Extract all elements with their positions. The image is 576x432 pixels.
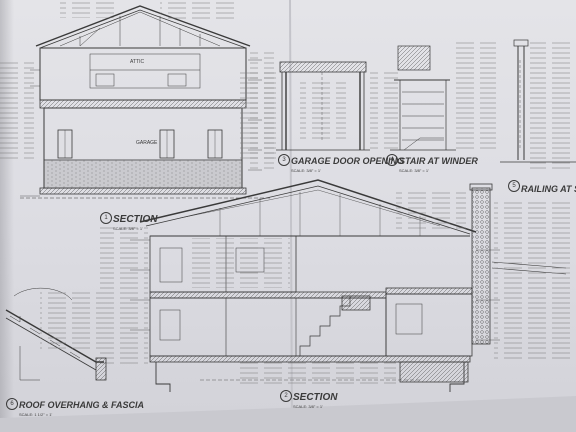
section-2-scale: SCALE: 3/8" = 1'	[293, 404, 323, 409]
section-1-title: SECTION	[113, 214, 158, 225]
garage-door-scale: SCALE: 3/8" = 1'	[291, 168, 321, 173]
stair-winder-title-block: 4 STAIR AT WINDER SCALE: 3/8" = 1'	[386, 152, 478, 173]
railing-title: RAILING AT STAIR	[521, 184, 576, 194]
section-1-number: 1	[100, 212, 112, 224]
overhang-number: 6	[6, 398, 18, 410]
garage-room-label: GARAGE	[136, 140, 158, 146]
section-2-notes-bottom	[236, 360, 396, 384]
stair-winder-notes-left	[370, 70, 398, 150]
garage-door-notes	[300, 80, 346, 140]
overhang-scale: SCALE: 1 1/2" = 1'	[19, 412, 53, 417]
garage-door-number: 3	[278, 154, 290, 166]
railing-notes	[530, 40, 576, 170]
railing-title-block: 5 RAILING AT STAIR	[508, 180, 576, 196]
section-2-notes-upper	[190, 238, 290, 288]
overhang-title-block: 6 ROOF OVERHANG & FASCIA SCALE: 1 1/2" =…	[6, 396, 144, 417]
section-2-title-block: 2 SECTION SCALE: 3/8" = 1'	[280, 388, 337, 409]
section-1-scale: SCALE: 3/8" = 1'	[113, 226, 143, 231]
section-2-notes-right	[494, 200, 576, 360]
garage-door-title-block: 3 GARAGE DOOR OPENING SCALE: 3/8" = 1'	[278, 152, 404, 173]
section-2-notes-left	[100, 224, 148, 364]
overhang-title: ROOF OVERHANG & FASCIA	[19, 400, 145, 410]
paper-bottom-edge	[0, 396, 576, 432]
stair-winder-number: 4	[386, 154, 398, 166]
section-1-notes-top-right	[160, 2, 240, 22]
section-2-title: SECTION	[293, 392, 338, 403]
railing-number: 5	[508, 180, 520, 192]
section-1-drawing	[20, 5, 270, 199]
section-2-number: 2	[280, 390, 292, 402]
section-1-title-block: 1 SECTION SCALE: 3/8" = 1'	[100, 210, 157, 231]
stair-winder-notes	[454, 40, 496, 150]
section-2-notes-roof	[396, 190, 466, 230]
section-1-notes-left	[0, 60, 34, 160]
stair-winder-scale: SCALE: 3/8" = 1'	[399, 168, 429, 173]
garage-door-title: GARAGE DOOR OPENING	[291, 156, 405, 166]
garage-door-notes-left	[240, 72, 276, 162]
railing-at-stair-drawing	[500, 39, 576, 163]
section-1-notes-top	[60, 2, 120, 18]
stair-at-winder-drawing	[390, 45, 456, 151]
overhang-notes	[40, 290, 100, 350]
stair-winder-title: STAIR AT WINDER	[399, 156, 478, 166]
attic-room-label: ATTIC	[130, 59, 145, 65]
